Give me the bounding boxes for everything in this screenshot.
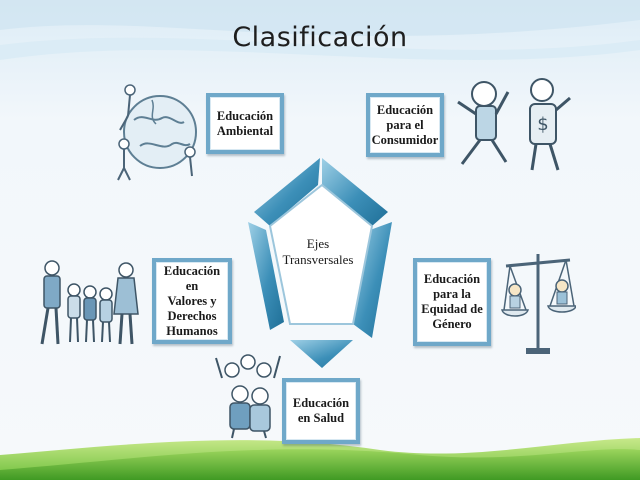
crowd-people-icon [215, 354, 281, 439]
globe-people-icon [117, 84, 197, 181]
box-label: Educación en Salud [292, 396, 350, 425]
arrow-segment-right [353, 222, 392, 338]
balance-scale-icon [501, 254, 576, 354]
arrow-segment-top-left [254, 158, 320, 226]
box-label: Educación para el Consumidor [371, 102, 439, 147]
arrow-segment-top-right [322, 158, 388, 226]
box-educacion-ambiental: Educación Ambiental [206, 93, 284, 154]
box-educacion-valores: Educación en Valores y Derechos Humanos [152, 258, 232, 344]
slide-title: Clasificación [232, 22, 408, 53]
box-label: Educación para la Equidad de Género [421, 272, 483, 331]
box-educacion-salud: Educación en Salud [282, 378, 360, 444]
box-educacion-equidad-genero: Educación para la Equidad de Género [413, 258, 491, 346]
arrow-segment-left [248, 222, 284, 330]
svg-text:$: $ [537, 114, 548, 135]
inner-pentagon [268, 183, 374, 325]
center-label: Ejes Transversales [282, 236, 354, 267]
arrow-segment-bottom [290, 340, 366, 368]
box-label: Educación en Valores y Derechos Humanos [163, 263, 221, 338]
family-group-icon [40, 260, 139, 345]
shopping-people-icon: $ [457, 78, 571, 171]
box-label: Educación Ambiental [216, 108, 274, 138]
box-educacion-consumidor: Educación para el Consumidor [366, 93, 444, 157]
